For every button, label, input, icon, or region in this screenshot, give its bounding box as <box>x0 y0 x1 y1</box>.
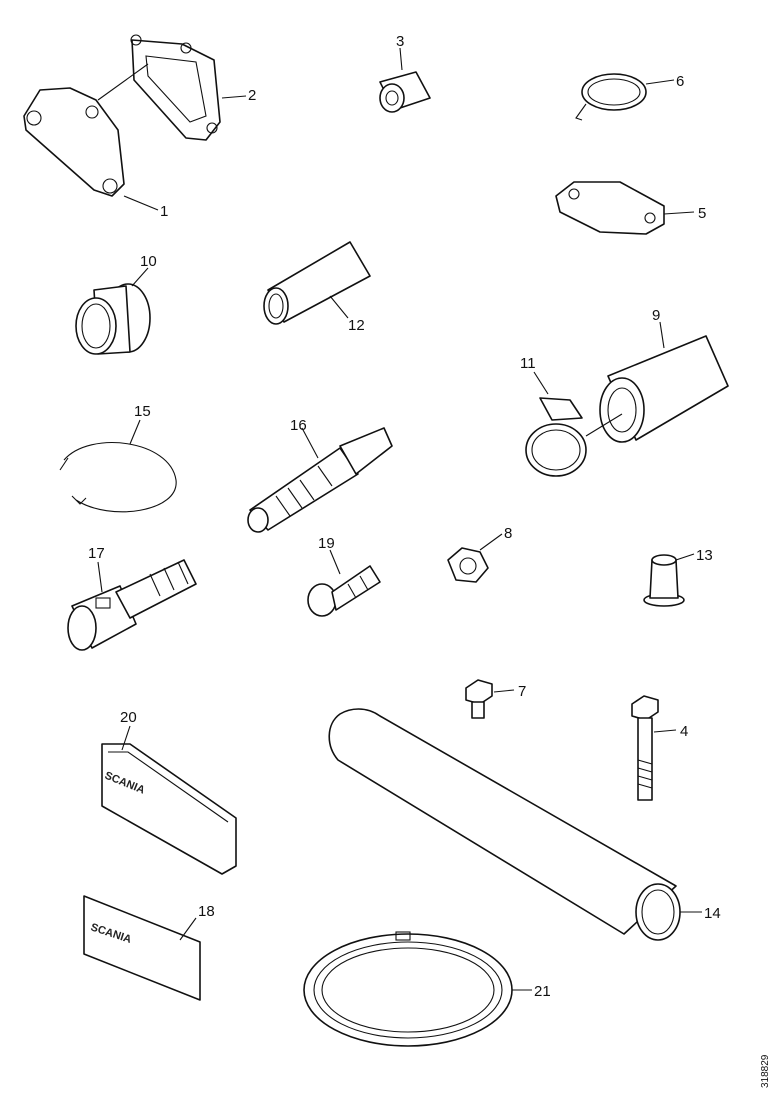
part-15-cable-tie <box>59 419 177 513</box>
part-5-blanking-plate <box>555 181 695 235</box>
callout-17: 17 <box>88 545 105 562</box>
part-8-nut <box>447 533 503 583</box>
callout-20: 20 <box>120 709 137 726</box>
part-20-label-plate: SCANIA <box>101 725 237 875</box>
callout-7: 7 <box>518 683 526 700</box>
callout-8: 8 <box>504 525 512 542</box>
callout-18: 18 <box>198 903 215 920</box>
part-16-connector <box>247 427 393 533</box>
part-9-hose <box>599 321 729 443</box>
part-2-gasket <box>130 34 247 141</box>
callout-14: 14 <box>704 905 721 922</box>
part-3-bushing <box>379 47 431 113</box>
part-17-plug-connector <box>67 559 197 651</box>
callout-13: 13 <box>696 547 713 564</box>
callout-1: 1 <box>160 203 168 220</box>
callout-21: 21 <box>534 983 551 1000</box>
part-6-ring <box>575 73 675 121</box>
part-7-short-bolt <box>465 679 515 719</box>
part-1-cover-plate <box>23 63 159 211</box>
part-13-nipple <box>643 553 695 607</box>
callout-11: 11 <box>520 355 536 372</box>
callout-9: 9 <box>652 307 660 324</box>
figure-reference: 318829 <box>760 1054 771 1088</box>
callout-4: 4 <box>680 723 688 740</box>
callout-19: 19 <box>318 535 335 552</box>
part-4-long-bolt <box>631 695 677 801</box>
part-18-decal: SCANIA <box>83 895 201 1001</box>
callout-2: 2 <box>248 87 256 104</box>
callout-15: 15 <box>134 403 151 420</box>
part-10-flanged-sleeve <box>75 267 151 355</box>
callout-12: 12 <box>348 317 365 334</box>
callout-3: 3 <box>396 33 404 50</box>
part-12-tube <box>263 241 371 325</box>
part-11-hose-clamp <box>525 371 623 477</box>
part-21-seal-ring <box>303 931 532 1047</box>
callout-6: 6 <box>676 73 684 90</box>
callout-16: 16 <box>290 417 307 434</box>
part-19-push-rivet <box>307 549 381 617</box>
part-14-large-tube <box>328 708 702 941</box>
callout-5: 5 <box>698 205 706 222</box>
callout-10: 10 <box>140 253 157 270</box>
